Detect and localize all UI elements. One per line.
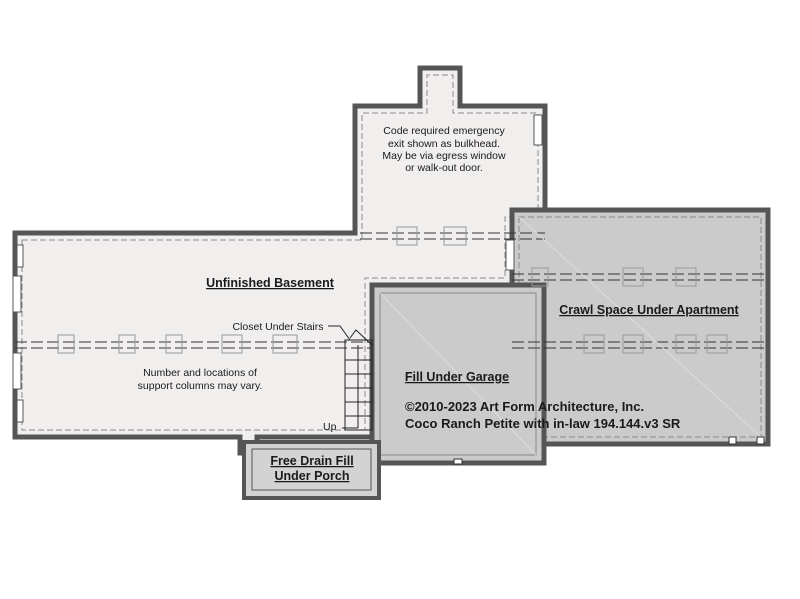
room-label-porch-line2: Under Porch (274, 469, 349, 483)
misc-marks (453, 436, 765, 465)
window-marks (12, 114, 543, 423)
stairs (342, 329, 373, 431)
beam-lines (15, 232, 768, 349)
construction-lines (379, 216, 762, 456)
closet-note: Closet Under Stairs (232, 321, 323, 333)
room-label-unfinished-basement: Unfinished Basement (206, 276, 335, 290)
room-label-porch-line1: Free Drain Fill (270, 454, 353, 468)
porch-fill-inner (251, 448, 372, 491)
stair-up-label: Up (323, 421, 337, 433)
egress-note-line3: May be via egress window (382, 150, 506, 162)
columns-note-line2: support columns may vary. (138, 380, 263, 392)
copyright-line2: Coco Ranch Petite with in-law 194.144.v3… (405, 416, 681, 431)
egress-note-line2: exit shown as bulkhead. (388, 138, 500, 150)
garage-fill-inner (379, 292, 537, 456)
porch-fill-area (242, 440, 381, 500)
columns-note-line1: Number and locations of (143, 367, 257, 379)
copyright-line1: ©2010-2023 Art Form Architecture, Inc. (405, 399, 644, 414)
egress-note-line4: or walk-out door. (405, 162, 483, 174)
closet-leader-line (328, 325, 351, 341)
room-label-fill-garage: Fill Under Garage (405, 370, 509, 384)
egress-note-line1: Code required emergency (383, 125, 505, 137)
support-columns (57, 226, 728, 354)
room-label-crawl-space: Crawl Space Under Apartment (559, 303, 739, 317)
basement-inner-wall (21, 74, 539, 431)
